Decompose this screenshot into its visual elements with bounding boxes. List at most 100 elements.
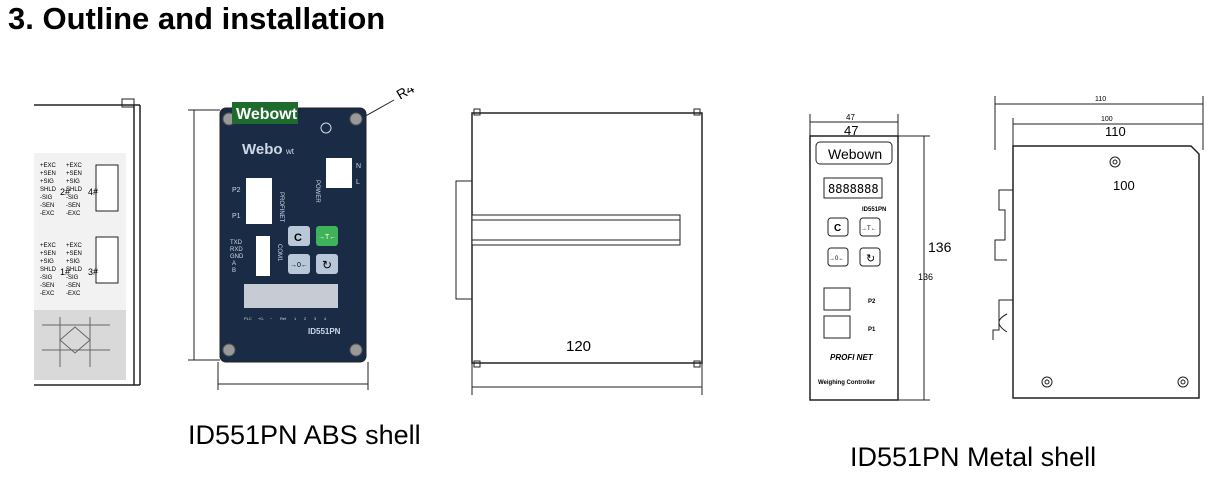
led-label: PLC: [244, 316, 252, 321]
din-clip: [994, 189, 1013, 261]
port-label: P2: [232, 187, 241, 194]
com-signal: A: [232, 261, 236, 267]
overall-label-large: 110: [1105, 124, 1126, 139]
terminal-label: +EXC: [66, 243, 83, 249]
terminal-label: +SIG: [40, 179, 54, 185]
channel-mark: 1#: [60, 267, 70, 277]
height-label-small: 136: [918, 272, 933, 282]
terminal-label: +EXC: [40, 243, 57, 249]
terminal-label: SHLD: [40, 267, 57, 273]
weight-display: [244, 284, 338, 308]
port-label: P1: [232, 213, 241, 220]
led-label: 3: [314, 316, 317, 321]
metal-side-view: 110 100 110 100: [992, 96, 1204, 399]
terminal-label: -SEN: [40, 203, 54, 209]
terminal-label: -EXC: [66, 211, 81, 217]
terminal-label: -SEN: [40, 283, 54, 289]
radius-leader: [361, 99, 395, 119]
display-digits: 8888888: [828, 182, 879, 196]
tare-button-label: →T←: [318, 234, 336, 241]
ground-icon: [320, 122, 332, 134]
port-p2: [246, 178, 272, 224]
terminal-label: +EXC: [66, 163, 83, 169]
zero-button-label: →0←: [290, 262, 308, 269]
metal-side-housing: [1012, 145, 1200, 399]
abs-shell-caption: ID551PN ABS shell: [188, 420, 421, 450]
panel-brand: Webo: [242, 141, 283, 158]
terminal-label: +SIG: [66, 259, 80, 265]
terminal-label: -SEN: [66, 203, 80, 209]
terminal-label: +SIG: [40, 259, 54, 265]
profinet-label: PROFINET: [278, 192, 284, 223]
zero-button[interactable]: [827, 247, 849, 267]
switch-button[interactable]: [859, 247, 881, 267]
power-connector: [326, 158, 352, 188]
section-title: 3. Outline and installation: [8, 1, 386, 36]
switch-button[interactable]: [316, 254, 338, 274]
width-label-small: 47: [846, 113, 855, 122]
metal-front-view: 47 47 136 136 Webown 8888888 ID551PN C →…: [809, 113, 952, 401]
terminal-label: -SEN: [66, 283, 80, 289]
com-signal: B: [232, 268, 236, 274]
port-p2: [823, 287, 851, 311]
clear-button-label: C: [834, 223, 841, 234]
metal-display: [823, 177, 883, 199]
terminal-label: -EXC: [40, 211, 55, 217]
abs-terminal-view: +EXC +SEN +SIG SHLD -SIG -SEN -EXC +EXC …: [34, 98, 141, 386]
zero-button-label: →0←: [829, 256, 844, 262]
clear-button[interactable]: [827, 217, 849, 237]
clear-button[interactable]: [288, 226, 310, 246]
com-signal: TXD: [230, 240, 243, 246]
channel-mark: 2#: [60, 187, 70, 197]
mount-hole: [1041, 376, 1053, 388]
height-label-large: 136: [928, 239, 952, 255]
depth-label: 120: [566, 338, 591, 355]
power-pin: N: [356, 163, 361, 170]
terminal-label: -SIG: [40, 275, 53, 281]
terminal-label: +EXC: [40, 163, 57, 169]
inner-label-small: 100: [1101, 116, 1113, 123]
led-label: Ref: [280, 316, 287, 321]
metal-shell-caption: ID551PN Metal shell: [850, 442, 1097, 472]
port-label: P2: [868, 299, 876, 305]
terminal-label: +SEN: [66, 171, 82, 177]
terminal-label: SHLD: [66, 267, 83, 273]
width-label-large: 47: [844, 123, 858, 138]
terminal-label: -SIG: [66, 275, 79, 281]
terminal-label: +SEN: [40, 171, 56, 177]
tare-button[interactable]: [316, 226, 338, 246]
led-label: 1: [294, 316, 297, 321]
terminal-label: -SIG: [40, 195, 53, 201]
panel-brand-suffix: wt: [285, 147, 295, 156]
din-clip: [455, 180, 473, 300]
profinet-logo: PROFI NET: [830, 353, 874, 362]
corner-radius-label: R4: [394, 88, 418, 103]
metal-brand: Webown: [828, 146, 882, 162]
brand-badge: Webowt: [236, 106, 298, 123]
tare-button[interactable]: [859, 217, 881, 237]
port-p1: [823, 315, 851, 339]
terminal-label: +SEN: [40, 251, 56, 257]
switch-button-label: ↻: [866, 253, 875, 265]
terminal-housing: [34, 98, 141, 386]
led-label: ~: [270, 316, 273, 321]
switch-button-label: ↻: [322, 258, 332, 272]
terminal-label: -EXC: [66, 291, 81, 297]
channel-mark: 4#: [88, 187, 98, 197]
power-label: POWER: [314, 180, 320, 203]
mount-hole: [1177, 376, 1189, 388]
com-signal: GND: [230, 254, 244, 260]
led-label: 4: [324, 316, 327, 321]
terminal-label: SHLD: [66, 187, 83, 193]
com-signal: RXD: [230, 247, 243, 253]
power-pin: L: [356, 179, 360, 186]
zero-button[interactable]: [288, 254, 310, 274]
com-label: COM1: [276, 244, 282, 262]
width-dimension: [217, 362, 369, 390]
clear-button-label: C: [294, 232, 302, 244]
terminal-label: +SIG: [66, 179, 80, 185]
led-row: PLC +0- ~ Ref 1 2 3 4: [244, 316, 327, 321]
led-label: 2: [304, 316, 307, 321]
channel-mark: 3#: [88, 267, 98, 277]
height-dimension: [188, 109, 220, 361]
